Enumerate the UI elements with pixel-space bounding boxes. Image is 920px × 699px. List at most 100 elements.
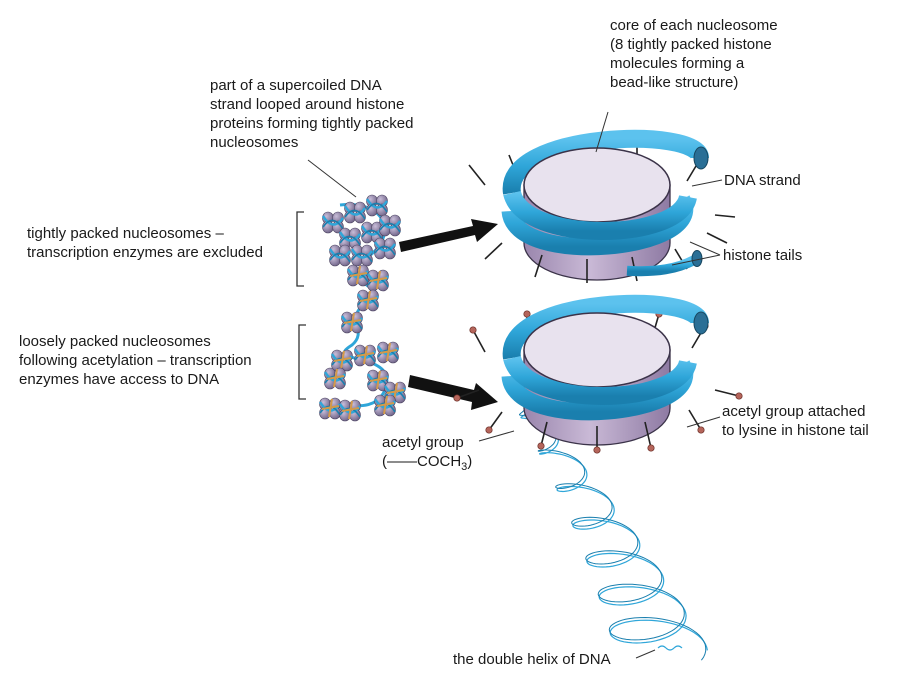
dna-ribbon-upper-back [502, 129, 709, 195]
wrapped-dna [338, 231, 361, 242]
label-core: core of each nucleosome (8 tightly packe… [610, 17, 778, 91]
acetyl-chain [333, 368, 338, 388]
wrapped-dna [351, 252, 373, 263]
packed-nucleosome [373, 237, 396, 260]
histone-tail [688, 409, 702, 431]
leader-double-helix [635, 649, 656, 659]
label-histone-tails: histone tails [723, 247, 803, 264]
dna-ribbon-cap [693, 311, 709, 335]
packed-nucleosome [318, 397, 341, 420]
wrapped-dna [365, 198, 388, 209]
leader-acetyl-attached [686, 416, 721, 428]
packed-nucleosome [378, 214, 401, 237]
wrapped-dna [366, 202, 388, 213]
acetyl-marker [523, 310, 531, 318]
packed-nucleosome [366, 369, 389, 392]
packed-nucleosome [346, 264, 369, 287]
helix-strand [519, 401, 707, 661]
acetyl-marker [735, 392, 743, 400]
acetyl-chain [363, 345, 368, 365]
wrapped-dna [329, 252, 351, 263]
label-dna-strand: DNA strand [724, 172, 801, 189]
label-acetyl-group: acetyl group (——COCH3) [382, 433, 472, 477]
histone-tail [484, 242, 503, 260]
bracket-tight [296, 211, 304, 287]
label-double-helix: the double helix of DNA [453, 651, 611, 668]
acetylated-nucleosome-icon [453, 294, 743, 454]
histone-tail [472, 329, 486, 353]
packed-nucleosome [330, 349, 353, 372]
wrapped-dna [350, 248, 373, 259]
histone-tail [706, 232, 728, 244]
packed-nucleosome [321, 211, 344, 234]
dna-ribbon-upper-back [502, 294, 709, 360]
acetyl-marker [647, 444, 655, 452]
leader-histone-tail-b [671, 254, 721, 266]
acetyl-marker [593, 446, 601, 454]
histone-tail [534, 254, 543, 278]
acetyl-chain [386, 342, 391, 362]
acetyl-marker [485, 426, 493, 434]
packed-nucleosome [338, 399, 361, 422]
packed-nucleosome [365, 194, 388, 217]
bracket-loose [298, 324, 306, 400]
dna-ribbon-cap [691, 250, 703, 268]
wrapped-dna [328, 248, 351, 259]
tight-nucleosome-icon [468, 129, 736, 283]
acetyl-formula: (——COCH3) [382, 453, 473, 473]
acetyl-marker [453, 394, 461, 402]
acetyl-marker [537, 442, 545, 450]
wrapped-dna [361, 229, 383, 240]
acetyl-chain [356, 265, 361, 285]
packed-nucleosome [376, 341, 399, 364]
acetyl-chain [340, 350, 345, 370]
supercoiled-dna-icon [318, 194, 406, 422]
wrapped-dna [344, 209, 366, 220]
packed-nucleosome [340, 311, 363, 334]
histone-tail [456, 389, 480, 399]
acetyl-chain [376, 270, 381, 290]
histone-tail [468, 164, 486, 186]
dna-ribbon-upper-front [503, 354, 697, 405]
packed-nucleosome [373, 394, 396, 417]
wrapped-dna [321, 215, 344, 226]
packed-nucleosome [343, 201, 366, 224]
dna-ribbon-end [626, 255, 698, 277]
dna-helix-icon [519, 399, 708, 661]
arrow-to-acetylated-nucleosome [408, 375, 498, 410]
packed-nucleosome [356, 289, 379, 312]
leader-supercoil [307, 159, 357, 198]
acetyl-chain [366, 290, 371, 310]
packed-nucleosome [353, 344, 376, 367]
histone-tail [644, 421, 652, 449]
packed-nucleosome [350, 244, 373, 267]
wrapped-dna [373, 241, 396, 252]
acetyl-chain [376, 370, 381, 390]
acetyl-marker [697, 426, 705, 434]
label-supercoil: part of a supercoiled DNA strand looped … [210, 77, 414, 151]
packed-nucleosome [328, 244, 351, 267]
leader-acetyl-group [478, 430, 515, 442]
dna-ribbon-upper-front [503, 189, 697, 240]
histone-tail [714, 214, 736, 218]
packed-nucleosome [360, 221, 383, 244]
wrapped-dna [343, 205, 366, 216]
leader-histone-tail-a [689, 241, 721, 256]
histone-core-top [523, 147, 671, 223]
histone-tail [540, 421, 548, 447]
packed-nucleosome [323, 367, 346, 390]
histone-tail [714, 389, 740, 397]
acetyl-chain [328, 398, 333, 418]
acetyl-chain [383, 395, 388, 415]
label-acetyl-attached: acetyl group attached to lysine in histo… [722, 403, 869, 439]
helix-tail [657, 645, 683, 651]
acetyl-chain [348, 400, 353, 420]
label-tight-nucleosomes: tightly packed nucleosomes – transcripti… [27, 225, 263, 261]
wrapped-dna [379, 222, 401, 233]
leader-dna-strand [691, 179, 723, 187]
wrapped-dna [322, 219, 344, 230]
packed-nucleosome [366, 269, 389, 292]
dna-ribbon-cap [693, 146, 709, 170]
